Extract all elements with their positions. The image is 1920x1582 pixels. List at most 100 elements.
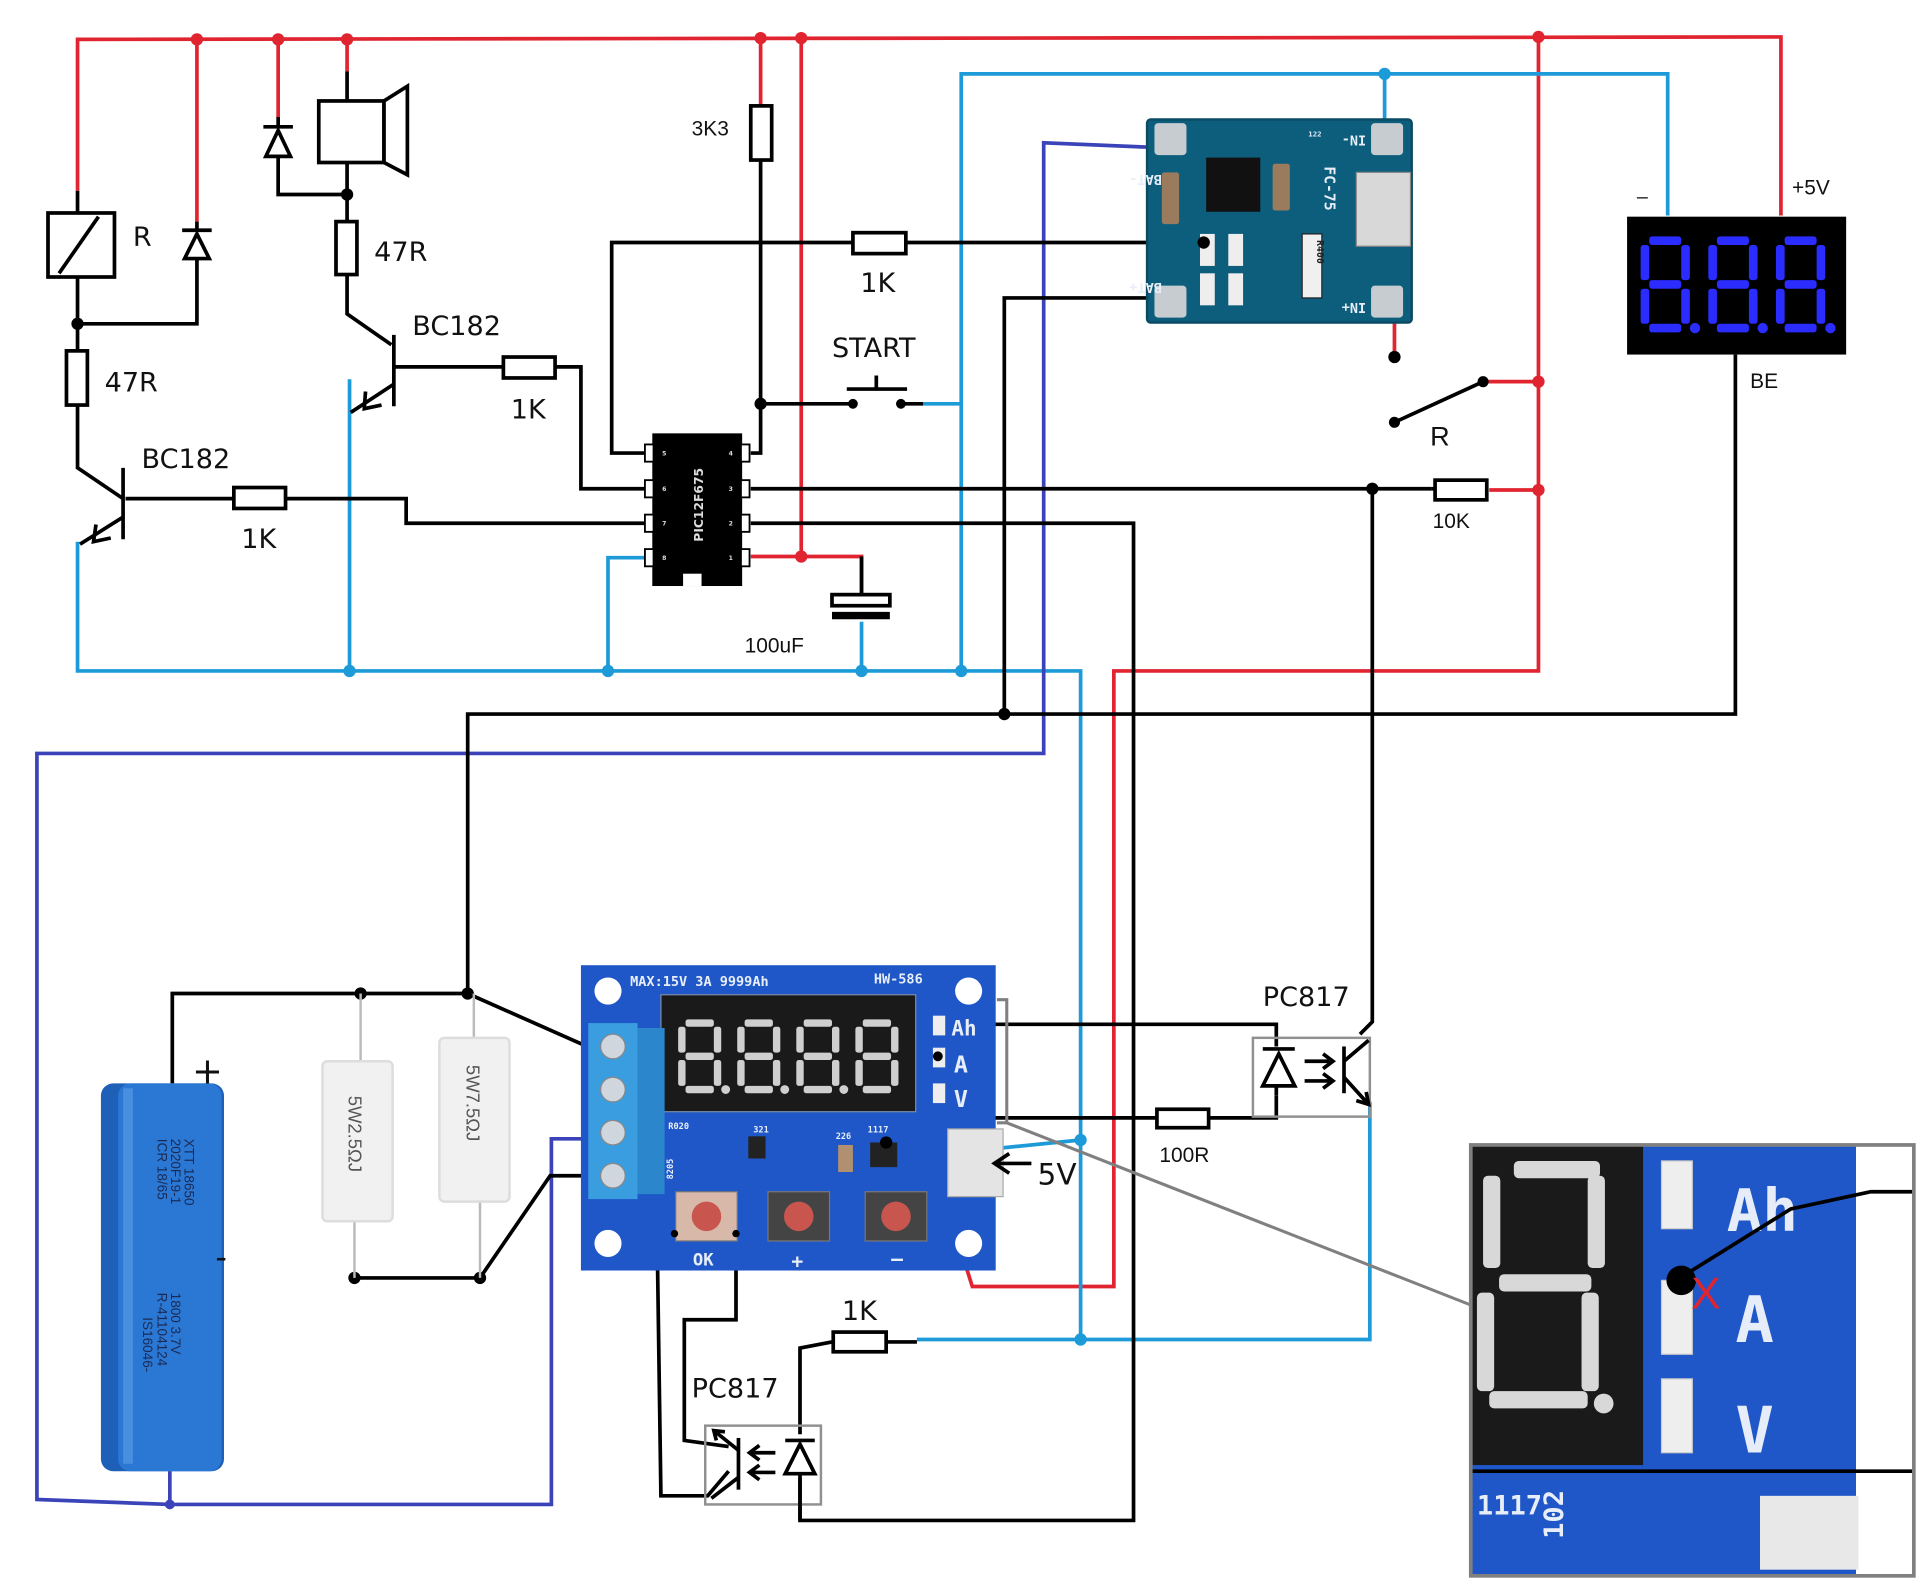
display-segment bbox=[803, 1085, 832, 1094]
display-segment bbox=[862, 1052, 892, 1061]
cap-label: 100uF bbox=[745, 634, 804, 657]
display-segment bbox=[685, 1085, 714, 1094]
display-segment bbox=[1640, 288, 1650, 324]
segment bbox=[1581, 1292, 1599, 1392]
display-segment bbox=[832, 1026, 840, 1053]
resistor-body bbox=[232, 485, 288, 511]
junction-dot bbox=[880, 1136, 893, 1149]
junction-dot bbox=[1532, 375, 1545, 388]
resistor-1k-charger: 1K bbox=[851, 230, 908, 299]
wire-gnd-top bbox=[959, 72, 1670, 671]
solder-point bbox=[732, 1229, 740, 1238]
display-segment bbox=[803, 1052, 832, 1061]
display-segment bbox=[1816, 288, 1826, 324]
relay-contact-dot bbox=[1477, 376, 1489, 388]
mcu-pin-number: 1 bbox=[729, 555, 733, 562]
ceramic-resistor-body bbox=[321, 1060, 394, 1223]
pad-bat-plus bbox=[1154, 285, 1187, 318]
resistor-47r-relay: 47R bbox=[64, 349, 158, 407]
display-decimal-point bbox=[1757, 322, 1768, 334]
resistor-1k-opto: 1K bbox=[831, 1296, 917, 1354]
transistor-label: BC182 bbox=[142, 444, 231, 475]
battery-print-line: 1800 3.7V bbox=[168, 1293, 183, 1355]
resistor-body bbox=[748, 104, 774, 162]
silk-label: 321 bbox=[753, 1126, 769, 1136]
opto-package bbox=[1251, 1036, 1372, 1118]
mcu-pin bbox=[740, 479, 751, 499]
charger-silk: FC-75 bbox=[1320, 166, 1337, 210]
transistor-emitter bbox=[349, 382, 395, 414]
resistor-1k-q1: 1K bbox=[232, 485, 288, 555]
display-segment bbox=[1816, 244, 1826, 281]
display-segment bbox=[803, 1019, 832, 1027]
display-segment bbox=[1681, 288, 1690, 324]
battery-highlight bbox=[123, 1088, 133, 1464]
display-segment bbox=[1784, 323, 1817, 333]
battery-print-line: ICR 18/65 bbox=[155, 1139, 170, 1200]
relay-switch-arm bbox=[1393, 379, 1484, 424]
terminal-block-side bbox=[637, 1027, 665, 1195]
smd-led bbox=[1228, 273, 1244, 306]
junction-dot bbox=[340, 188, 354, 201]
display-segment bbox=[685, 1052, 714, 1061]
junction-dot bbox=[955, 664, 968, 678]
mcu-pin-number: 4 bbox=[729, 451, 733, 458]
junction-dot bbox=[1074, 1133, 1087, 1147]
transistor-q2: BC182 bbox=[349, 311, 501, 414]
terminal-screw bbox=[600, 1076, 626, 1103]
load-resistor-2: 5W7.5ΩJ bbox=[438, 993, 511, 1278]
opto-light-arrow-head bbox=[1321, 1052, 1336, 1071]
junction-dot bbox=[855, 664, 868, 678]
cap-plate-negative bbox=[832, 611, 890, 620]
mcu-pin bbox=[740, 548, 751, 568]
pad-in-minus bbox=[1371, 123, 1404, 156]
display-segment bbox=[891, 1026, 899, 1053]
inset-wire bbox=[1679, 1189, 1914, 1280]
charger-ic bbox=[1206, 157, 1261, 212]
micro-usb-port bbox=[1355, 171, 1412, 247]
indicator-label-a: A bbox=[954, 1050, 968, 1078]
diode-triangle bbox=[262, 126, 294, 159]
transistor-emitter-arrow bbox=[362, 391, 382, 412]
junction-dot bbox=[340, 33, 354, 46]
button-plus-cap[interactable] bbox=[784, 1201, 814, 1232]
display-segment bbox=[862, 1085, 892, 1094]
smd-capacitor bbox=[1161, 172, 1180, 225]
wire-pic-vdd bbox=[799, 38, 864, 595]
battery-print-line: R-41104124 bbox=[155, 1293, 170, 1367]
resistor-label: 3K3 bbox=[692, 117, 729, 140]
mount-hole bbox=[955, 1229, 983, 1257]
junction-dot bbox=[343, 664, 356, 678]
charger-pcb-outline bbox=[1145, 118, 1413, 324]
wire-100r-opto bbox=[1208, 1095, 1279, 1120]
charger-module: BAT- BAT+ IN- IN+ FC-75 R400 122 bbox=[1129, 118, 1413, 324]
silk-label: R020 bbox=[668, 1122, 689, 1132]
display-segment bbox=[1784, 280, 1817, 289]
mcu-body bbox=[652, 433, 743, 587]
inset-edge bbox=[1856, 1144, 1914, 1576]
display-segment bbox=[796, 1026, 804, 1053]
resistor-label: 10K bbox=[1433, 510, 1470, 533]
relay-contact: R bbox=[1388, 376, 1489, 452]
opto-emitter bbox=[1342, 1075, 1370, 1106]
smd-resistor bbox=[1301, 233, 1323, 299]
transistor-q1: BC182 bbox=[79, 444, 231, 546]
wire-top-rail bbox=[75, 35, 1783, 216]
display-segment bbox=[1716, 323, 1749, 333]
diode-relay-flyback bbox=[181, 221, 213, 261]
battery-18650: ICR 18/65 2020F19-1 XTT 18650 IS16046- R… bbox=[100, 1049, 227, 1472]
mcu-pin-number: 3 bbox=[729, 486, 733, 493]
button-ok-cap[interactable] bbox=[691, 1201, 722, 1232]
speaker-cone bbox=[382, 82, 410, 178]
resistor-body bbox=[831, 1330, 888, 1354]
transistor-emitter bbox=[79, 515, 125, 546]
start-button[interactable]: START bbox=[832, 333, 924, 409]
button-minus-label: – bbox=[891, 1248, 903, 1271]
pad-label: IN- bbox=[1342, 131, 1366, 147]
inset-solder-point bbox=[1666, 1265, 1696, 1296]
button-minus-cap[interactable] bbox=[881, 1201, 911, 1232]
mcu-pin-number: 8 bbox=[662, 555, 666, 562]
resistor-label: 100R bbox=[1159, 1144, 1209, 1167]
smd-led bbox=[1200, 273, 1215, 306]
mcu-pin bbox=[644, 479, 655, 499]
